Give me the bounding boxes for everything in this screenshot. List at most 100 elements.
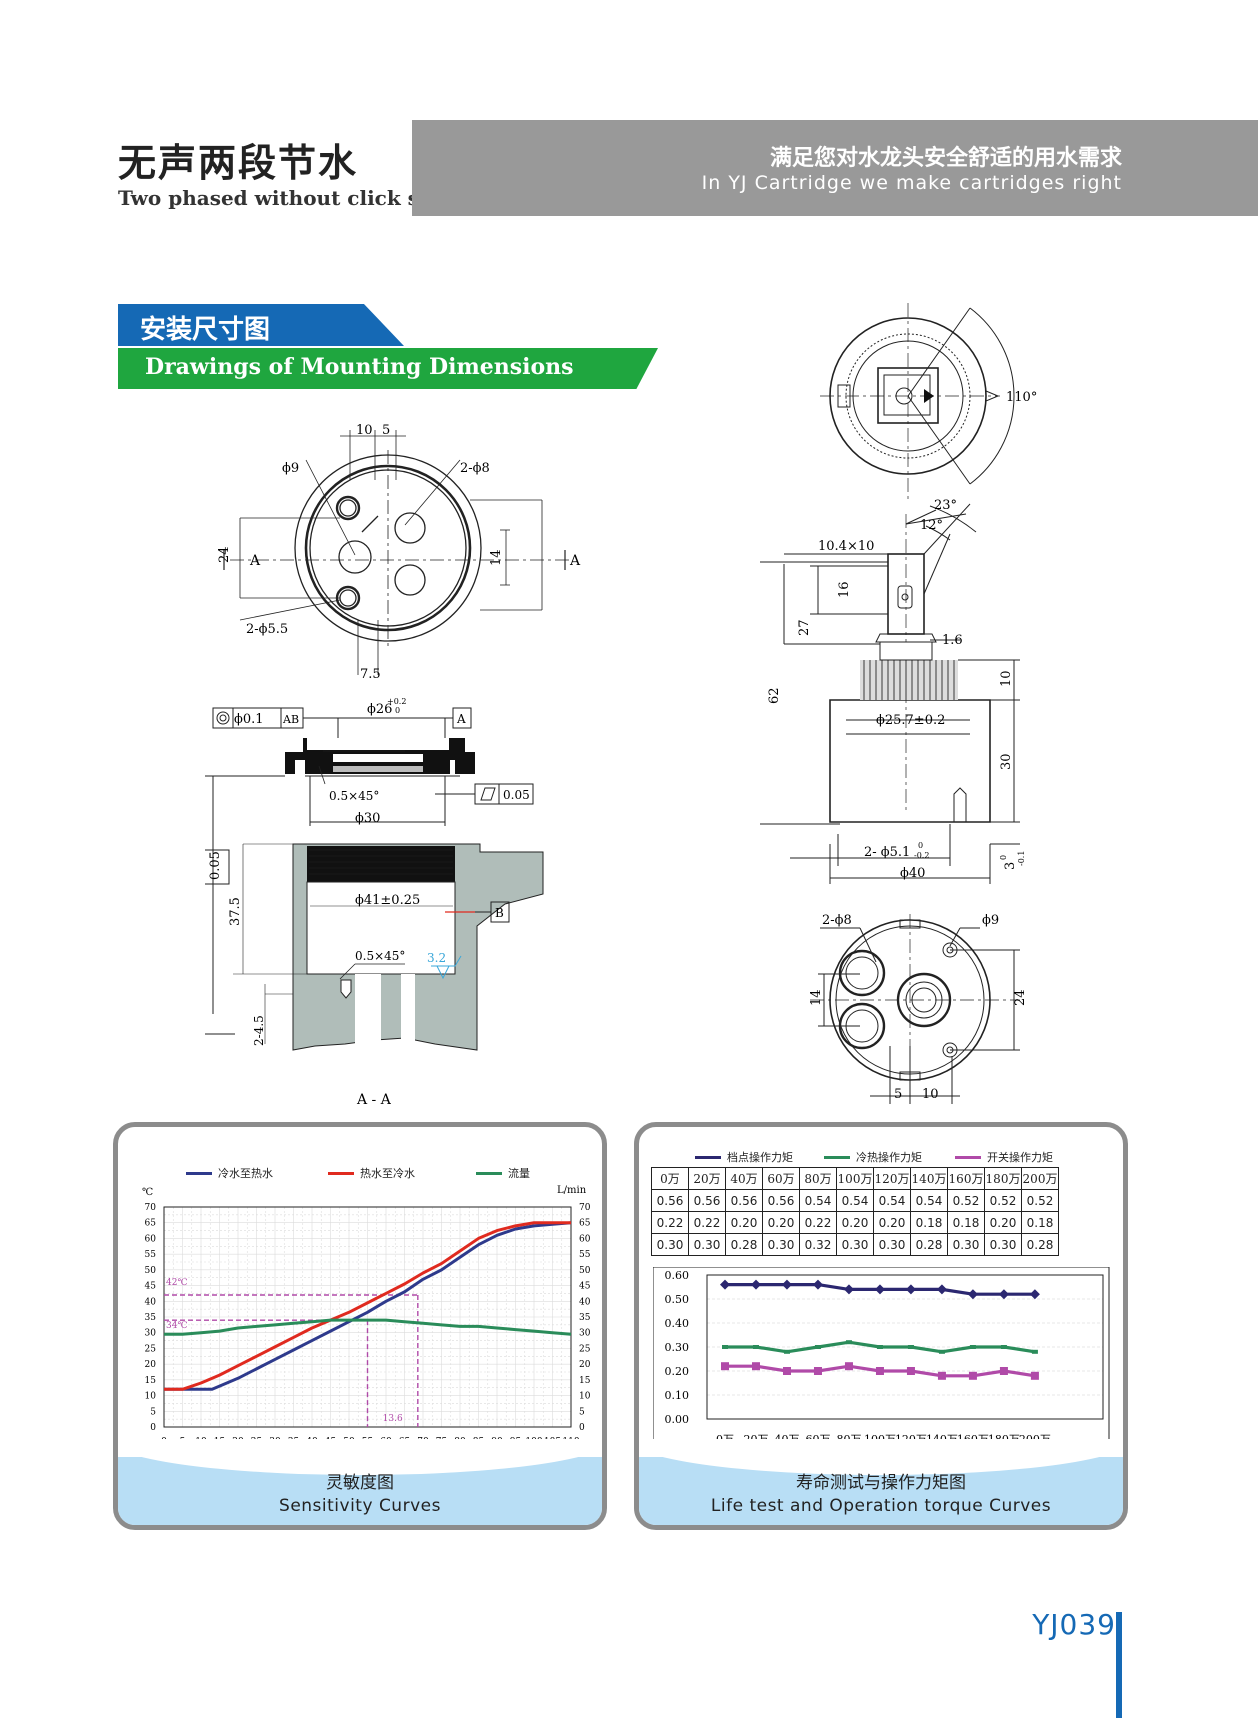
legend-swatch-detent-torque xyxy=(695,1155,721,1159)
y-tick-label-left: 45 xyxy=(145,1282,157,1292)
y-tick-label: 0.30 xyxy=(665,1341,690,1354)
y-tick-label-left: 35 xyxy=(145,1313,157,1323)
legend-label-hot-to-cold: 热水至冷水 xyxy=(360,1167,415,1180)
dim-2-4-5: 2-4.5 xyxy=(252,1015,266,1046)
data-point-switch xyxy=(721,1362,729,1371)
table-cell: 0.22 xyxy=(651,1211,689,1234)
dim-phi30: ϕ30 xyxy=(355,811,380,826)
slogan-cn: 满足您对水龙头安全舒适的用水需求 xyxy=(769,146,1122,171)
tol-phi: ϕ0.1 xyxy=(234,712,264,727)
y-tick-label-right: 50 xyxy=(579,1266,591,1276)
data-point-detent xyxy=(720,1279,730,1290)
dim-2phi8-bottom: 2-ϕ8 xyxy=(822,913,852,928)
table-cell: 0.28 xyxy=(725,1233,763,1256)
y-tick-label-left: 5 xyxy=(150,1407,156,1417)
table-cell: 0.30 xyxy=(984,1233,1022,1256)
table-header-cell: 140万 xyxy=(910,1167,948,1190)
table-cell: 0.20 xyxy=(762,1211,800,1234)
dim-3: 3 xyxy=(1003,862,1018,870)
page-title-cn: 无声两段节水 xyxy=(118,140,359,185)
table-cell: 0.30 xyxy=(688,1233,726,1256)
y-tick-label-right: 65 xyxy=(579,1219,591,1229)
dim-10-4x10: 10.4×10 xyxy=(818,539,874,554)
sensitivity-caption-bar: 灵敏度图 Sensitivity Curves xyxy=(118,1439,602,1525)
data-point-detent xyxy=(874,1284,885,1295)
y-tick-label-right: 35 xyxy=(579,1313,591,1323)
data-point-detent xyxy=(843,1284,854,1295)
annotation-34c: 34℃ xyxy=(166,1321,188,1331)
legend-label-hot-cold-torque: 冷热操作力矩 xyxy=(856,1151,922,1164)
table-cell: 0.30 xyxy=(947,1233,985,1256)
ref-a: A xyxy=(456,712,466,726)
series-cold-to-hot xyxy=(164,1221,572,1391)
dim-phi25-7: ϕ25.7±0.2 xyxy=(876,713,945,728)
legend-label-cold-to-hot: 冷水至热水 xyxy=(218,1167,273,1180)
y-tick-label-right: 5 xyxy=(579,1407,585,1417)
table-cell: 0.20 xyxy=(984,1211,1022,1234)
dim-phi26-lower: 0 xyxy=(395,706,400,715)
dim-chamfer-top: 0.5×45° xyxy=(329,789,379,803)
dim-37-5: 37.5 xyxy=(228,897,243,926)
header-banner xyxy=(412,120,1258,216)
cartridge-side-view-drawing: 23° 12° 10.4×10 16 27 62 1.6 10 ϕ25.7±0.… xyxy=(760,498,1026,884)
data-point-hot-cold xyxy=(1000,1345,1007,1349)
data-point-detent xyxy=(936,1284,947,1295)
dim-2phi5-1: 2- ϕ5.1 xyxy=(864,845,910,860)
section-label-aa: A - A xyxy=(356,1092,392,1106)
y-tick-label-right: 10 xyxy=(579,1392,591,1402)
dim-phi26-upper: +0.2 xyxy=(387,697,406,706)
data-point-switch xyxy=(813,1367,822,1375)
data-point-switch xyxy=(1030,1371,1039,1380)
sensitivity-caption-en: Sensitivity Curves xyxy=(279,1496,441,1516)
data-point-switch xyxy=(844,1362,853,1371)
y-tick-label-right: 20 xyxy=(579,1360,591,1370)
life-caption-bar: 寿命测试与操作力矩图 Life test and Operation torqu… xyxy=(639,1439,1123,1525)
legend-label-switch-torque: 开关操作力矩 xyxy=(987,1151,1053,1164)
dim-24: 24 xyxy=(217,546,232,563)
table-cell: 0.56 xyxy=(725,1189,763,1212)
y-tick-label-right: 60 xyxy=(579,1234,591,1244)
table-cell: 0.54 xyxy=(873,1189,911,1212)
table-cell: 0.52 xyxy=(984,1189,1022,1212)
section-banner-blue xyxy=(118,304,404,346)
series-hot-to-cold xyxy=(164,1221,571,1391)
data-point-detent xyxy=(1029,1289,1040,1300)
data-point-detent xyxy=(750,1279,761,1290)
legend-label-detent-torque: 档点操作力矩 xyxy=(727,1151,793,1164)
y-tick-label-left: 30 xyxy=(145,1329,157,1339)
legend-flow: 流量 xyxy=(476,1165,530,1181)
chart-frame xyxy=(653,1267,1110,1452)
table-header-cell: 120万 xyxy=(873,1167,911,1190)
table-cell: 0.22 xyxy=(688,1211,726,1234)
table-cell: 0.22 xyxy=(799,1211,837,1234)
y-tick-label: 0.00 xyxy=(665,1413,690,1426)
dim-62: 62 xyxy=(767,687,782,704)
table-row: 0.30 0.30 0.28 0.30 0.32 0.30 0.30 0.28 … xyxy=(651,1233,1059,1256)
data-point-hot-cold xyxy=(907,1345,914,1349)
table-cell: 0.54 xyxy=(799,1189,837,1212)
data-point-hot-cold xyxy=(722,1345,728,1349)
table-row: 0.56 0.56 0.56 0.56 0.54 0.54 0.54 0.54 … xyxy=(651,1189,1059,1212)
table-cell: 0.28 xyxy=(1021,1233,1059,1256)
table-header-cell: 60万 xyxy=(762,1167,800,1190)
data-point-detent xyxy=(781,1279,792,1290)
dim-phi5-1-upper: 0 xyxy=(918,841,923,850)
y-tick-label-left: 40 xyxy=(145,1297,157,1307)
data-point-hot-cold xyxy=(845,1340,852,1345)
legend-hot-cold-torque: 冷热操作力矩 xyxy=(824,1149,922,1165)
table-cell: 0.28 xyxy=(910,1233,948,1256)
legend-swatch-hot-to-cold xyxy=(328,1171,354,1175)
table-cell: 0.18 xyxy=(1021,1211,1059,1234)
table-cell: 0.20 xyxy=(836,1211,874,1234)
dim-14: 14 xyxy=(489,549,504,566)
table-cell: 0.30 xyxy=(836,1233,874,1256)
table-header-cell: 40万 xyxy=(725,1167,763,1190)
dim-14-bottom: 14 xyxy=(810,989,824,1006)
dim-2phi8: 2-ϕ8 xyxy=(460,461,490,476)
table-header-cell: 100万 xyxy=(836,1167,874,1190)
y-tick-label: 0.20 xyxy=(665,1365,690,1378)
slogan-en: In YJ Cartridge we make cartridges right xyxy=(701,172,1122,194)
y-tick-label-right: 55 xyxy=(579,1250,591,1260)
dim-10-side: 10 xyxy=(999,670,1014,687)
dim-5: 5 xyxy=(382,423,390,438)
